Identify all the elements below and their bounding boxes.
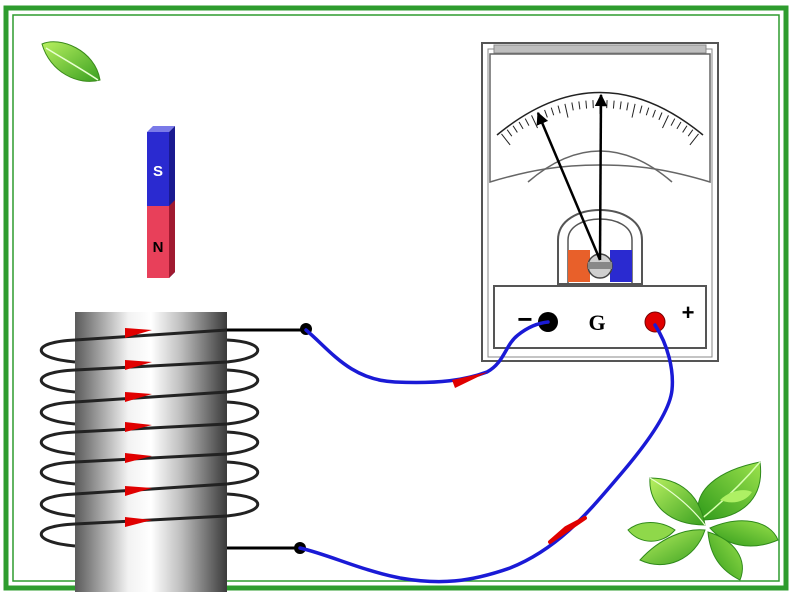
galvanometer-label: G [588, 310, 605, 335]
scale-tick [626, 102, 629, 111]
scale-tick [524, 118, 530, 126]
galvanometer-needle-zero [594, 93, 608, 261]
inner-frame [12, 14, 780, 582]
scale-tick [612, 100, 615, 109]
leaves-cluster-icon [627, 461, 779, 581]
galvanometer-positive-terminal [644, 311, 666, 333]
scale-tick [512, 125, 518, 133]
coil-current-arrows [125, 328, 152, 527]
galvanometer: − G + [481, 42, 719, 362]
coil-back [40, 338, 260, 548]
scale-tick [501, 133, 511, 146]
scale-tick [531, 115, 538, 129]
scale-tick [639, 105, 643, 114]
galvanometer-positive-label: + [682, 300, 695, 325]
scale-tick [658, 112, 663, 121]
galvanometer-terminal-strip [493, 285, 707, 349]
scale-tick [689, 133, 699, 146]
magnet-north-label: N [153, 239, 164, 256]
wire-top-arrow [452, 372, 488, 388]
magnet-south-label: S [153, 163, 163, 180]
magnet-north-pole [147, 206, 169, 278]
galvanometer-scale-arc [496, 91, 704, 136]
scale-tick [687, 129, 694, 137]
galvanometer-magnet-right [610, 250, 632, 282]
coil-core [75, 312, 227, 592]
outer-frame [3, 5, 789, 591]
wire-bottom-arrow [548, 516, 587, 544]
scale-tick [564, 103, 569, 118]
leaf-icon [41, 41, 101, 82]
scale-tick [571, 102, 574, 111]
scale-tick [550, 107, 555, 116]
magnet-south-pole [147, 132, 169, 206]
scale-tick [682, 125, 688, 133]
scale-tick [585, 100, 588, 109]
scale-tick [652, 109, 656, 118]
scale-tick [506, 129, 513, 137]
galvanometer-magnet-left [568, 250, 590, 282]
scale-tick [662, 115, 669, 129]
galvanometer-needle-deflected [536, 111, 602, 261]
scale-tick [645, 107, 650, 116]
wire-bottom [298, 323, 675, 584]
scale-tick [557, 105, 561, 114]
bar-magnet: S N [147, 126, 175, 278]
scale-tick [631, 103, 636, 118]
scale-tick [676, 121, 682, 130]
scale-tick [578, 101, 581, 110]
galvanometer-top-bar [493, 44, 707, 54]
galvanometer-scale-ticks [501, 100, 699, 146]
scale-tick [619, 101, 622, 110]
scale-tick [518, 121, 524, 130]
scale-tick [670, 118, 676, 126]
